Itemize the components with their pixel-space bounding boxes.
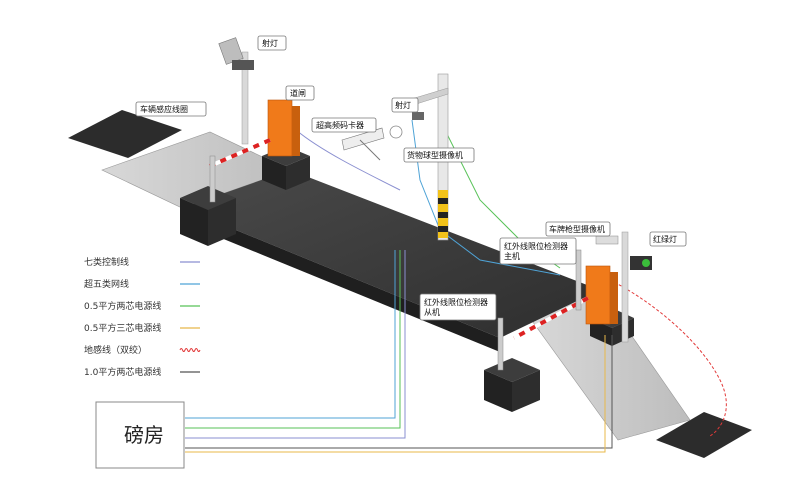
callout-spotlight-mid: 射灯 <box>391 97 419 113</box>
legend-swatch <box>179 348 201 352</box>
legend-label: 1.0平方两芯电源线 <box>84 366 161 378</box>
dome-camera-icon <box>389 125 403 139</box>
vehicle-loop-left <box>68 110 182 158</box>
label-vehicle-loop: 车辆感应线圈 <box>140 104 188 114</box>
callout-plate-camera: 车牌枪型摄像机 <box>545 221 611 237</box>
vehicle-loop-right <box>656 412 752 458</box>
callout-spotlight-top: 射灯 <box>257 35 287 51</box>
booth-label: 磅房 <box>124 423 164 447</box>
pedestal-right <box>484 358 540 412</box>
callout-uhf-reader: 超高频码卡器 <box>311 117 377 133</box>
callout-traffic-light: 红绿灯 <box>649 231 687 247</box>
label-traffic-light: 红绿灯 <box>653 234 677 244</box>
barrier-gate-right <box>497 249 618 371</box>
callout-barrier-gate: 道闸 <box>285 85 315 101</box>
label-spotlight-mid: 射灯 <box>395 100 411 110</box>
label-spotlight-top: 射灯 <box>262 38 278 48</box>
plate-camera-icon <box>595 235 619 245</box>
booth: 磅房 <box>95 401 185 469</box>
callout-ir-slave: 红外线限位检测器从机 <box>419 293 497 321</box>
label-ir-master: 红外线限位检测器主机 <box>504 241 568 261</box>
label-barrier-gate: 道闸 <box>290 88 306 98</box>
callout-ir-master: 红外线限位检测器主机 <box>499 237 577 265</box>
callout-vehicle-loop: 车辆感应线圈 <box>135 101 207 117</box>
label-line: 红外线限位检测器 <box>424 297 488 307</box>
uhf-reader-icon <box>341 127 385 161</box>
barrier-gate-left <box>209 99 300 203</box>
label-ir-slave: 红外线限位检测器从机 <box>424 297 488 317</box>
legend-label: 0.5平方三芯电源线 <box>84 322 161 334</box>
label-dome-camera: 货物球型摄像机 <box>407 150 463 160</box>
light-pole-left <box>218 37 254 145</box>
legend-label: 0.5平方两芯电源线 <box>84 300 161 312</box>
callout-dome-camera: 货物球型摄像机 <box>403 147 475 163</box>
legend-label: 地感线（双绞） <box>84 344 147 356</box>
label-line: 红外线限位检测器 <box>504 241 568 251</box>
spotlight-icon <box>412 112 424 120</box>
lamp-housing-icon <box>232 60 254 70</box>
legend-label: 超五类网线 <box>84 278 129 290</box>
legend-label: 七类控制线 <box>84 256 129 268</box>
label-line: 主机 <box>504 251 520 261</box>
label-line: 从机 <box>424 307 440 317</box>
label-plate-camera: 车牌枪型摄像机 <box>549 224 605 234</box>
label-uhf-reader: 超高频码卡器 <box>316 120 364 130</box>
pedestal-left <box>180 186 236 246</box>
